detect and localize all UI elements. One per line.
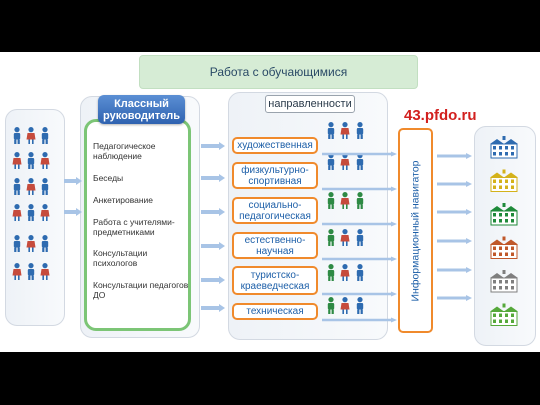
schools-panel	[474, 126, 536, 346]
direction-sport: физкультурно-спортивная	[232, 162, 318, 189]
school-building-icon	[490, 169, 518, 192]
school-building-icon	[490, 303, 518, 326]
student-icon	[327, 297, 335, 314]
arrow-right-icon	[201, 276, 225, 284]
student-icon	[27, 204, 35, 221]
arrow-right-icon	[201, 242, 225, 250]
student-icon	[340, 297, 350, 314]
student-icon	[340, 229, 350, 246]
method-item: Беседы	[93, 173, 124, 183]
arrow-right-icon	[437, 267, 472, 273]
student-icon	[40, 152, 50, 169]
student-icon	[356, 122, 364, 139]
student-icon	[340, 264, 350, 281]
arrow-right-icon	[64, 177, 82, 185]
arrow-right-icon	[437, 238, 472, 244]
arrow-right-icon	[64, 208, 82, 216]
student-icon	[327, 192, 335, 209]
diagram-graphics	[12, 122, 518, 326]
info-navigator-frame	[398, 128, 433, 333]
student-icon	[13, 178, 21, 195]
student-icon	[356, 264, 364, 281]
arrow-right-icon	[322, 317, 397, 323]
student-icon	[356, 297, 364, 314]
student-icon	[41, 127, 49, 144]
student-icon	[12, 263, 22, 280]
site-url: 43.pfdo.ru	[404, 107, 477, 124]
arrow-right-icon	[437, 209, 472, 215]
student-icon	[327, 153, 335, 170]
diagram-canvas: Работа с обучающимися Классный руководит…	[0, 52, 540, 352]
arrow-right-icon	[322, 186, 397, 192]
student-icon	[12, 152, 22, 169]
student-icon	[356, 192, 364, 209]
directions-header: направленности	[265, 95, 355, 113]
arrow-right-icon	[201, 208, 225, 216]
direction-technical: техническая	[232, 303, 318, 320]
school-building-icon	[490, 136, 518, 159]
student-icon	[26, 178, 36, 195]
arrow-right-icon	[322, 151, 397, 157]
class-teacher-badge: Классный руководитель	[98, 95, 185, 124]
student-icon	[340, 153, 350, 170]
student-icon	[340, 122, 350, 139]
student-icon	[12, 204, 22, 221]
methods-frame	[84, 119, 191, 331]
arrow-right-icon	[437, 153, 472, 159]
method-item: Анкетирование	[93, 195, 154, 205]
student-icon	[41, 235, 49, 252]
method-item: Консультации педагогов ДО	[93, 280, 189, 300]
arrow-right-icon	[201, 142, 225, 150]
arrow-right-icon	[322, 221, 397, 227]
arrow-right-icon	[201, 174, 225, 182]
student-icon	[40, 263, 50, 280]
direction-art: художественная	[232, 137, 318, 154]
page-title: Работа с обучающимися	[139, 55, 418, 89]
method-item: Педагогическое наблюдение	[93, 141, 156, 161]
student-icon	[13, 235, 21, 252]
school-building-icon	[490, 270, 518, 293]
arrow-right-icon	[437, 181, 472, 187]
student-icon	[356, 153, 364, 170]
direction-social: социально-педагогическая	[232, 197, 318, 224]
student-icon	[41, 178, 49, 195]
student-icon	[327, 229, 335, 246]
arrow-right-icon	[322, 291, 397, 297]
student-icon	[356, 229, 364, 246]
student-icon	[340, 192, 350, 209]
student-icon	[327, 264, 335, 281]
direction-science: естественно-научная	[232, 232, 318, 259]
arrow-right-icon	[437, 295, 472, 301]
school-building-icon	[490, 236, 518, 259]
student-icon	[27, 263, 35, 280]
student-icon	[40, 204, 50, 221]
method-item: Работа с учителями-предметниками	[93, 217, 175, 237]
school-building-icon	[490, 203, 518, 226]
student-icon	[327, 122, 335, 139]
arrow-right-icon	[201, 304, 225, 312]
method-item: Консультации психологов	[93, 248, 148, 268]
student-icon	[13, 127, 21, 144]
student-icon	[26, 127, 36, 144]
direction-tourism: туристско-краеведческая	[232, 266, 318, 295]
arrow-right-icon	[322, 256, 397, 262]
student-icon	[26, 235, 36, 252]
student-icon	[27, 152, 35, 169]
